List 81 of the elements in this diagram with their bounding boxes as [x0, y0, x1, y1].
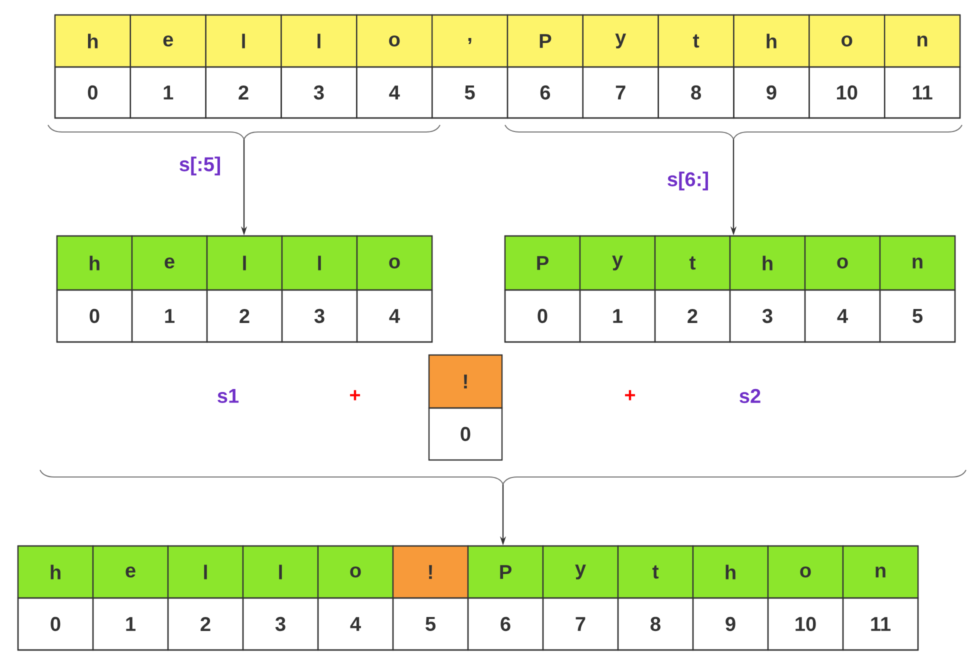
table-column: l 2	[167, 545, 244, 651]
table-column: n 11	[884, 14, 961, 119]
node-label: 2	[238, 86, 248, 100]
table-column: h 9	[692, 545, 769, 651]
table-column: y 7	[542, 545, 619, 651]
operand-label: s1	[218, 389, 239, 403]
node-label: 3	[762, 308, 772, 324]
table-column: n 11	[842, 545, 919, 651]
table-column: h 0	[17, 545, 94, 651]
table-column: o 4	[804, 235, 881, 343]
node-label: 0	[90, 308, 100, 324]
node-label: 4	[389, 309, 400, 323]
table-column: h 3	[729, 235, 806, 343]
operand-label: s2	[740, 388, 760, 404]
table-column: o 4	[356, 235, 433, 343]
table-column: l 2	[206, 235, 283, 343]
table-column: P 0	[504, 235, 581, 343]
node-label: h	[726, 564, 736, 580]
node-label: 0	[460, 426, 470, 442]
table-column: l 2	[205, 14, 282, 119]
table-column: o 10	[767, 545, 844, 651]
table-column: e 1	[131, 235, 208, 343]
node-label: t	[652, 565, 659, 579]
edge-label: s[:5]	[180, 156, 220, 176]
table-column: e 1	[92, 545, 169, 651]
table-column: o 4	[317, 545, 394, 651]
node-label: 2	[688, 309, 698, 323]
node-label: 11	[912, 86, 932, 100]
table-column: y 1	[579, 235, 656, 343]
node-label: 5	[912, 309, 923, 323]
table-column: , 5	[431, 14, 508, 119]
table-column: h 9	[733, 14, 810, 119]
table-column: P 6	[506, 14, 584, 119]
brace	[40, 470, 966, 484]
table-column: h 0	[56, 235, 133, 343]
table-column: y 7	[582, 14, 659, 119]
node-label: 3	[314, 308, 324, 324]
node-label: o	[350, 566, 361, 578]
node-label: 4	[837, 309, 848, 323]
edge-label: s[6:]	[668, 172, 708, 190]
table-column: t 8	[617, 545, 694, 651]
node-label: 1	[165, 309, 175, 323]
node-label: 0	[88, 85, 98, 100]
table-column: e 1	[130, 14, 206, 119]
node-label: y	[575, 564, 586, 580]
node-label: e	[126, 566, 136, 578]
node-label: 0	[538, 308, 548, 324]
brace	[48, 124, 440, 140]
node-label: 1	[164, 86, 174, 100]
table-column: ! 0	[428, 354, 503, 461]
node-label: 8	[691, 85, 701, 100]
node-label: n	[876, 566, 886, 578]
node-label: !	[429, 565, 432, 579]
table-column: l 3	[281, 235, 358, 343]
node-label: o	[800, 566, 811, 578]
table-column: P 6	[467, 545, 544, 651]
node-label: 5	[464, 86, 475, 100]
table-column: t 2	[654, 235, 731, 343]
node-label: 7	[616, 86, 626, 100]
node-label: l	[204, 564, 207, 580]
node-label: 6	[540, 85, 550, 100]
node-label: 4	[389, 86, 400, 100]
node-label: 9	[766, 85, 776, 100]
node-label: 3	[314, 85, 324, 100]
plus-sign: +	[625, 390, 636, 400]
table-column: n 5	[879, 235, 956, 343]
table-column: o 10	[808, 14, 886, 119]
table-column: ! 5	[392, 545, 469, 651]
table-column: l 3	[242, 545, 319, 651]
brace	[504, 124, 962, 140]
plus-sign: +	[350, 390, 360, 400]
node-label: h	[50, 564, 60, 580]
node-label: P	[500, 565, 512, 579]
node-label: l	[279, 564, 282, 580]
table-column: o 4	[356, 14, 433, 119]
table-column: l 3	[280, 14, 358, 119]
node-label: 2	[240, 309, 250, 323]
node-label: 1	[613, 309, 623, 323]
table-column: t 8	[658, 14, 734, 119]
table-column: h 0	[54, 14, 132, 119]
node-label: 10	[837, 85, 858, 100]
